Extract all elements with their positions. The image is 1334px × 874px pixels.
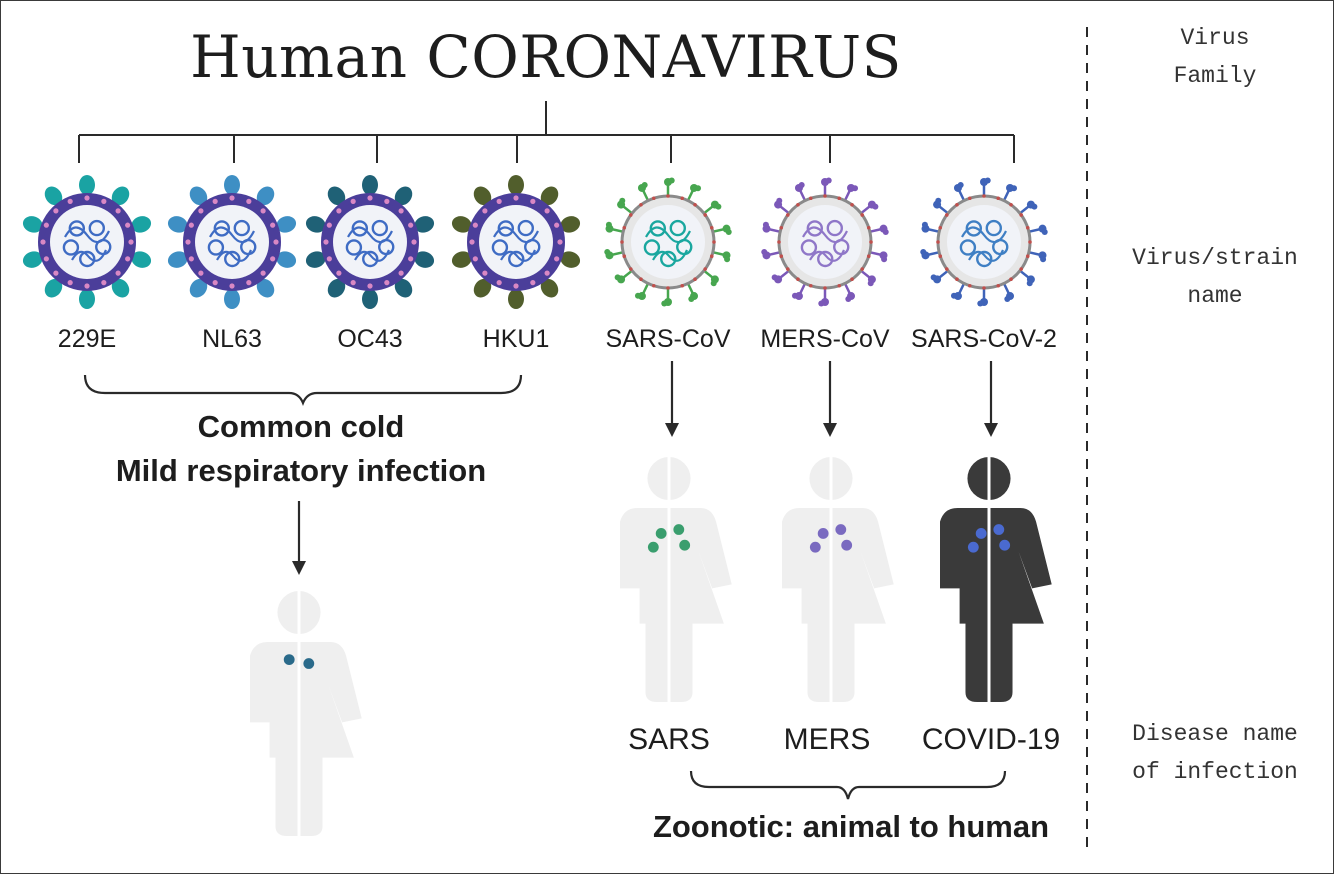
mild-group-label: Common cold Mild respiratory infection [61, 405, 541, 493]
arrows [292, 361, 998, 575]
side-label-virus-family: Virus Family [1173, 25, 1257, 89]
strain-label-nl63: NL63 [202, 325, 262, 353]
side-label-strain-name: Virus/strain name [1132, 245, 1298, 309]
arrow-mers-cov [823, 361, 837, 437]
person-figures [250, 457, 1052, 836]
virus-icon-nl63 [167, 175, 297, 309]
virus-icon-sars-cov [604, 177, 732, 307]
arrow-sars-cov [665, 361, 679, 437]
lung-dot-0 [283, 654, 295, 666]
person-body [940, 507, 1052, 702]
person-mild [250, 591, 362, 836]
arrow-mild-group [292, 501, 306, 575]
strain-label-229e: 229E [57, 325, 117, 353]
strain-label-sars-cov-2: SARS-CoV-2 [911, 325, 1057, 353]
virus-icon-hku1 [451, 175, 581, 309]
diagram-title: Human CORONAVIRUS [190, 23, 902, 91]
virus-icon-229e [22, 175, 152, 309]
lung-dot-2 [809, 541, 821, 553]
disease-label-sars: SARS [628, 723, 710, 756]
mild-group-line2: Mild respiratory infection [115, 453, 487, 488]
grouping-braces [83, 374, 1007, 800]
lung-dot-3 [841, 539, 853, 551]
lung-dot-2 [967, 541, 979, 553]
person-body [782, 507, 894, 702]
lung-dot-1 [303, 658, 315, 669]
lung-dot-3 [679, 539, 691, 551]
lung-dot-0 [975, 528, 987, 539]
virus-icon-oc43 [305, 175, 435, 309]
lung-dot-1 [835, 524, 847, 535]
mild-group-line1: Common cold [197, 409, 405, 444]
strain-label-oc43: OC43 [337, 325, 403, 353]
person-sars [620, 457, 732, 702]
side-label-disease-name: Disease name of infection [1132, 721, 1298, 785]
lung-dot-3 [999, 539, 1011, 551]
zoonotic-group-label: Zoonotic: animal to human [652, 809, 1050, 844]
disease-label-covid-19: COVID-19 [921, 723, 1061, 756]
lung-dot-0 [655, 528, 667, 539]
virus-icon-sars-cov-2 [920, 177, 1048, 307]
lung-dot-0 [817, 528, 829, 539]
brace-zoonotic-group [689, 770, 1007, 800]
disease-label-mers: MERS [783, 723, 871, 756]
virus-icon-mers-cov [761, 177, 889, 307]
arrow-sars-cov-2 [984, 361, 998, 437]
lung-dot-1 [673, 524, 685, 535]
strain-label-hku1: HKU1 [482, 325, 550, 353]
person-mers [782, 457, 894, 702]
person-covid-19 [940, 457, 1052, 702]
lung-dot-2 [647, 541, 659, 553]
brace-mild-group [83, 374, 523, 406]
strain-label-mers-cov: MERS-CoV [760, 325, 890, 353]
family-tree-lines [78, 101, 1015, 163]
virus-icons [22, 175, 1048, 309]
lung-dot-1 [993, 524, 1005, 535]
person-body [620, 507, 732, 702]
person-body [250, 641, 362, 836]
strain-label-sars-cov: SARS-CoV [605, 325, 731, 353]
